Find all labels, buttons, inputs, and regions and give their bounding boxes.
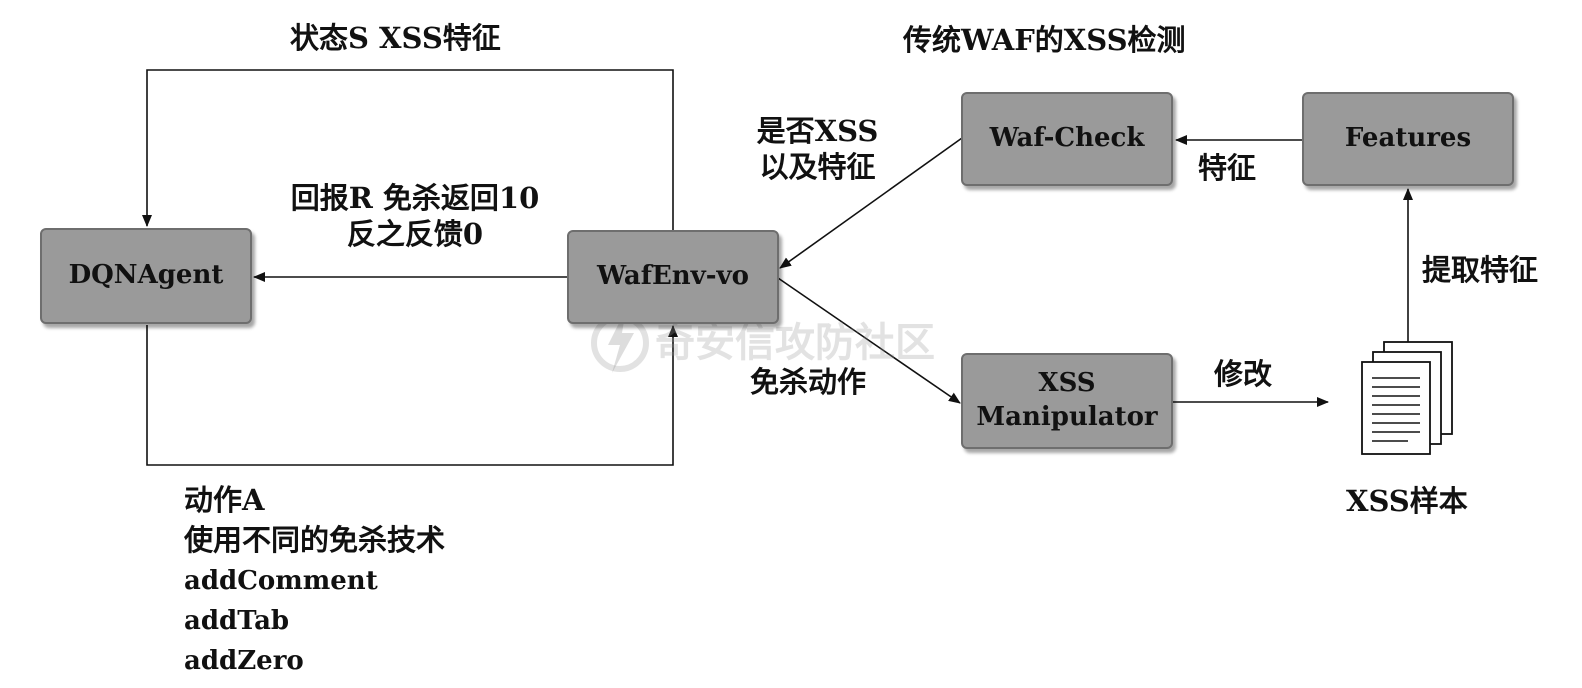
evasion-action-arrow <box>777 277 961 404</box>
features-node[interactable]: Features <box>1302 92 1514 186</box>
feature-label: 特征 <box>1198 151 1257 185</box>
watermark-text: 奇安信攻防社区 <box>655 320 935 366</box>
state-connector <box>142 69 674 230</box>
is-xss-label-line2: 以及特征 <box>759 150 876 185</box>
dqn-agent-node[interactable]: DQNAgent <box>40 228 252 324</box>
traditional-waf-label: 传统WAF的XSS检测 <box>903 23 1186 57</box>
xss-samples-label: XSS样本 <box>1346 484 1468 518</box>
modify-label: 修改 <box>1214 357 1273 391</box>
action-desc-label: 使用不同的免杀技术 <box>184 523 446 557</box>
reward-label-line2: 反之反馈0 <box>346 217 484 252</box>
waf-env-label: WafEnv-vo <box>596 261 750 292</box>
waf-env-node[interactable]: WafEnv-vo <box>567 230 779 324</box>
features-label: Features <box>1344 123 1472 154</box>
action-title-label: 动作A <box>184 483 265 517</box>
action-item-add-zero: addZero <box>184 646 304 676</box>
waf-check-label: Waf-Check <box>989 123 1145 154</box>
action-connector <box>146 325 678 466</box>
extract-feature-label: 提取特征 <box>1422 253 1539 287</box>
state-label: 状态S XSS特征 <box>290 21 501 55</box>
is-xss-label: 是否XSS 以及特征 <box>740 113 895 186</box>
reward-label-line1: 回报R 免杀返回10 <box>290 181 540 215</box>
document-stack-icon <box>1361 341 1453 455</box>
xss-manipulator-node[interactable]: XSS Manipulator <box>961 353 1173 449</box>
dqn-agent-label: DQNAgent <box>68 260 224 291</box>
is-xss-label-line1: 是否XSS <box>756 114 879 148</box>
evasion-action-label: 免杀动作 <box>750 365 867 399</box>
reward-label: 回报R 免杀返回10 反之反馈0 <box>270 180 560 253</box>
xss-manipulator-label-line2: Manipulator <box>976 402 1158 432</box>
waf-check-node[interactable]: Waf-Check <box>961 92 1173 186</box>
extract-feature-label-clip: 提取特征 <box>1422 252 1582 302</box>
action-item-add-tab: addTab <box>184 606 290 636</box>
xss-manipulator-label-line1: XSS <box>1038 368 1096 399</box>
action-item-add-comment: addComment <box>184 566 378 596</box>
waf-result-arrow <box>779 137 963 269</box>
